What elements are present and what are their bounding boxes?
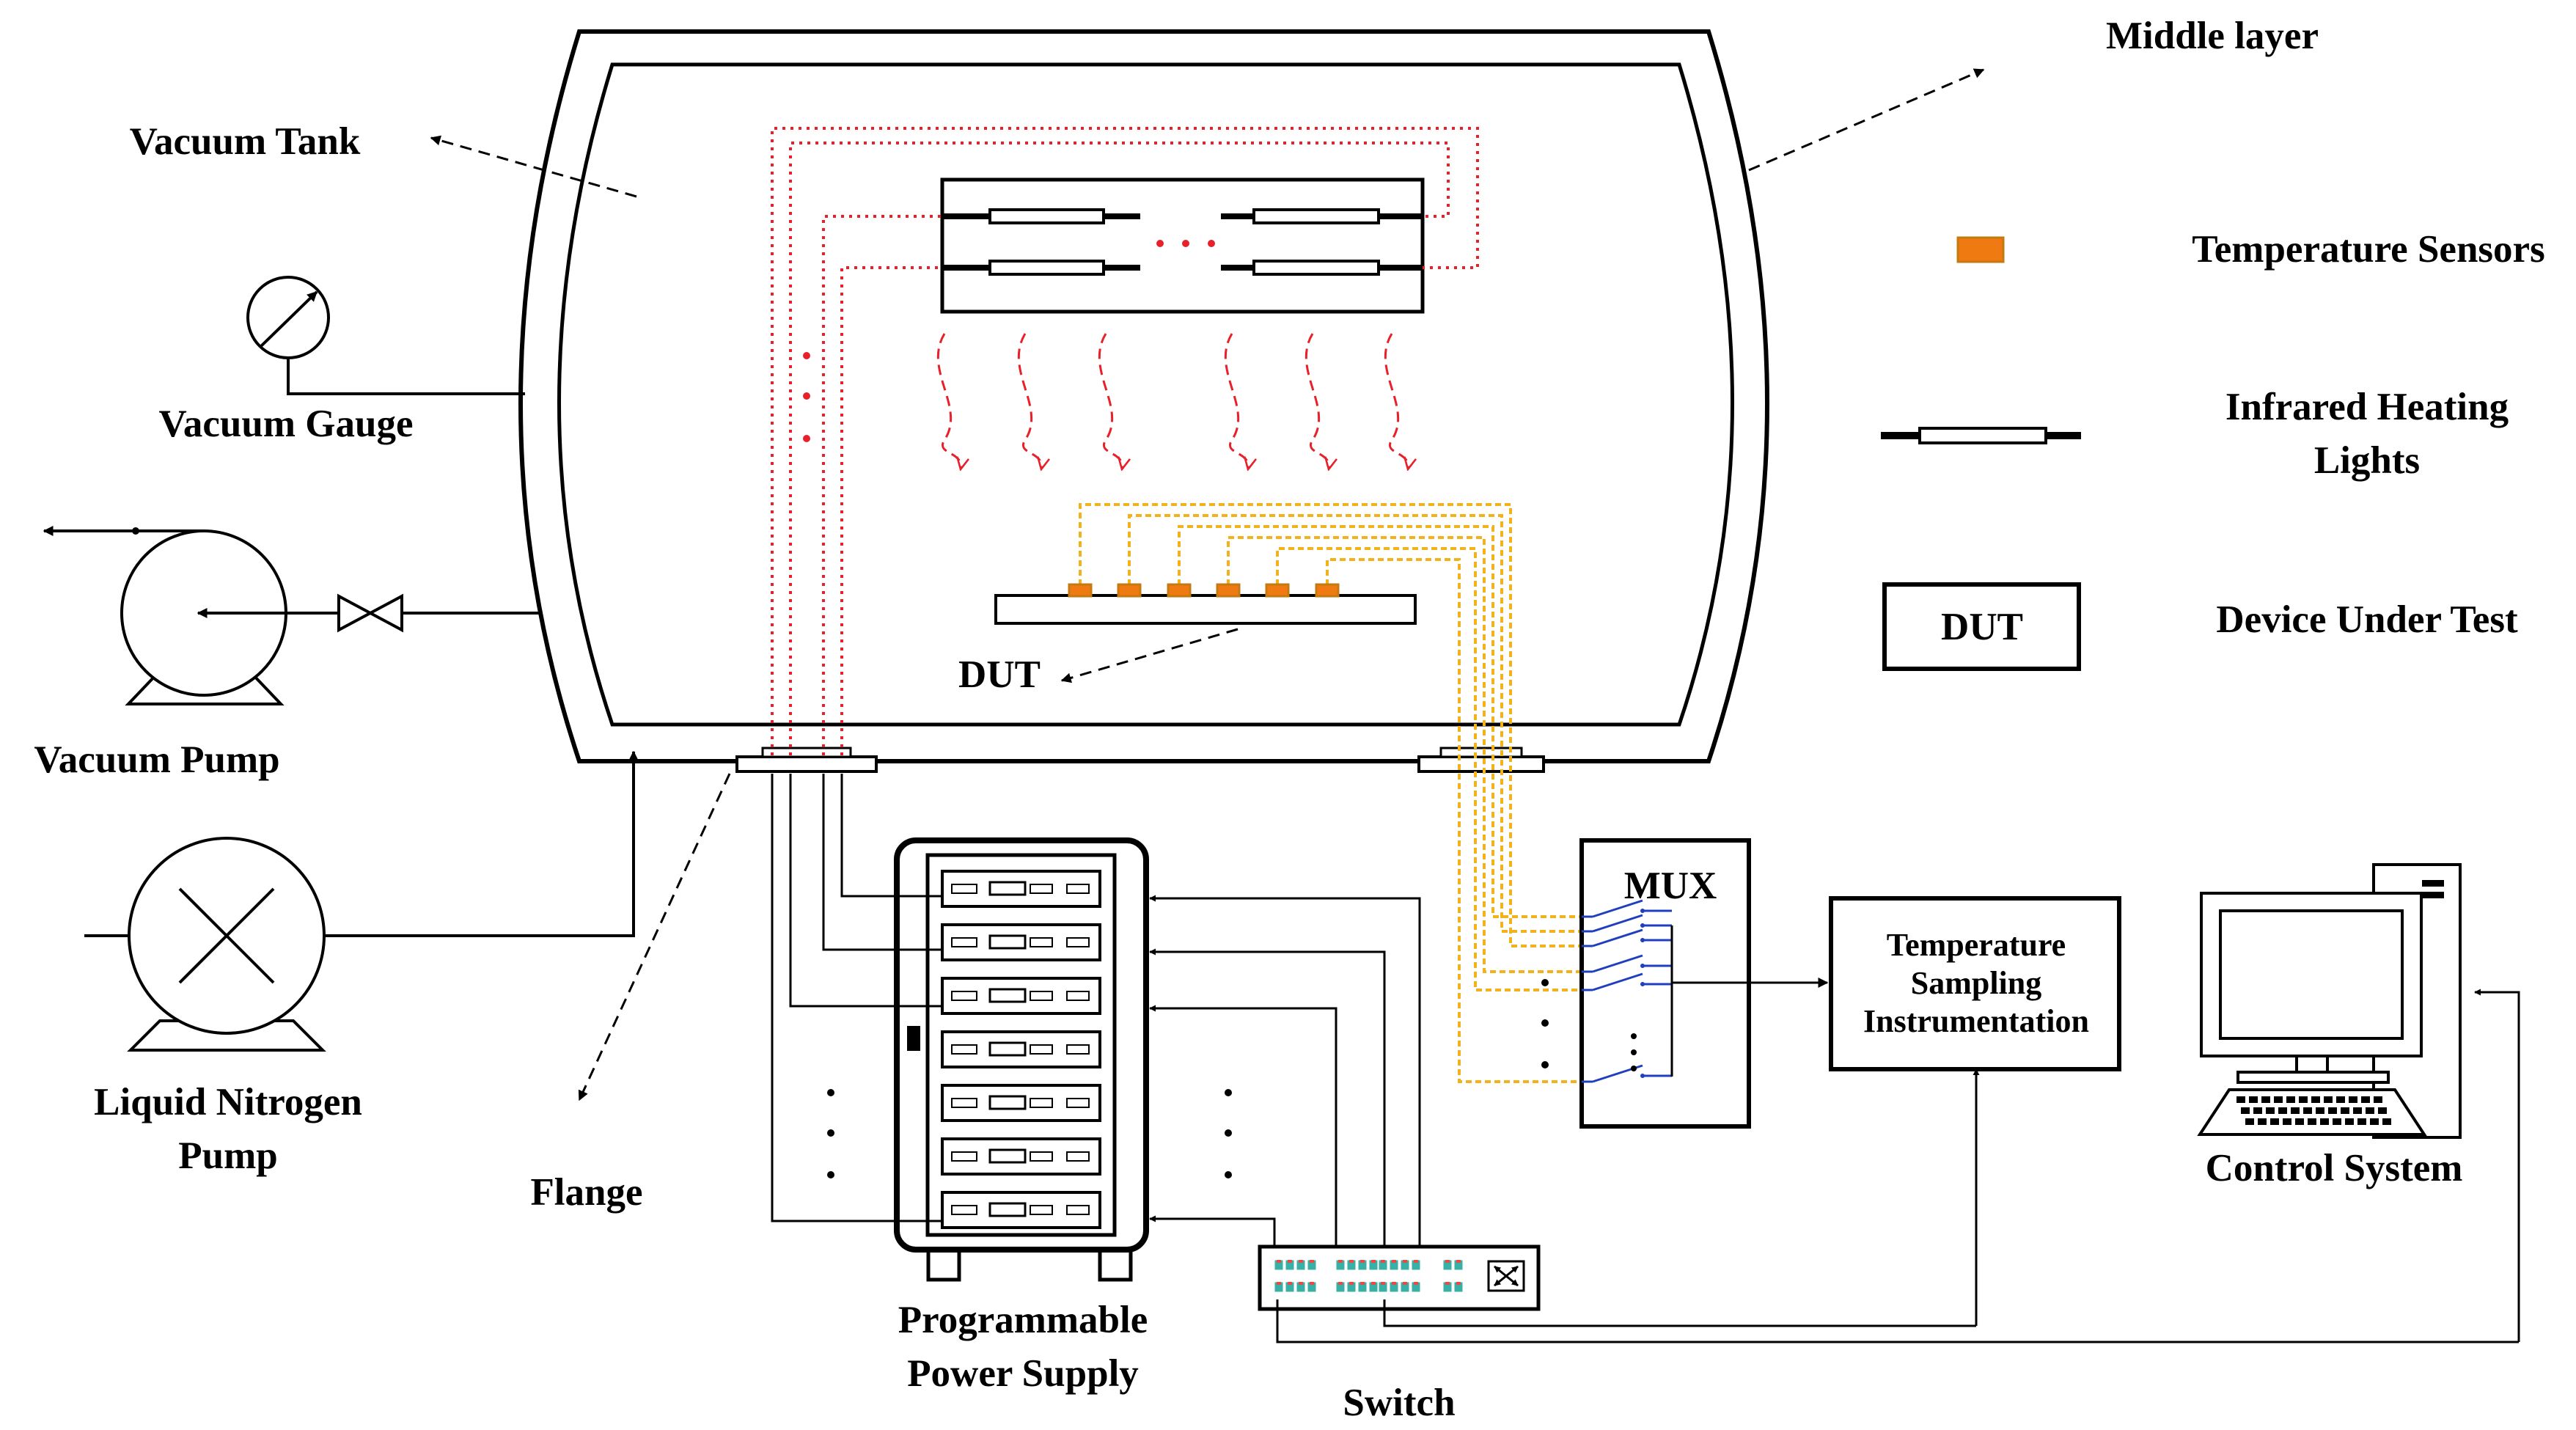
- power-supply-label: Power Supply: [907, 1352, 1139, 1395]
- control-cables: [1149, 895, 1421, 1255]
- network-cables: [1276, 989, 2520, 1343]
- temperature-sensors: [1068, 583, 1340, 598]
- power-supply-unit: [941, 870, 1101, 908]
- heating-light: [1221, 260, 1423, 276]
- switch-label: Switch: [1343, 1382, 1455, 1424]
- dut-plate: [994, 594, 1417, 625]
- sensor-wires: [1079, 503, 1580, 1083]
- power-supply-rack: [894, 837, 1149, 1282]
- mux-switch: [1582, 914, 1672, 933]
- mux-switch: [1582, 928, 1672, 947]
- dut-label: DUT: [958, 653, 1041, 696]
- heating-light: [942, 208, 1140, 224]
- power-supply-unit: [941, 1191, 1101, 1229]
- network-switch: [1258, 1244, 1541, 1311]
- heat-waves: [936, 333, 1408, 469]
- ellipsis-dots: [827, 1089, 1232, 1178]
- legend-heating-lights: Lights: [2314, 439, 2420, 482]
- power-supply-unit: [941, 1137, 1101, 1176]
- vacuum-tank: [518, 29, 1769, 763]
- power-supply-unit: [941, 923, 1101, 961]
- pointer-arrows: [430, 68, 1985, 1101]
- vacuum-gauge-icon: [246, 276, 525, 395]
- vacuum-pump-label: Vacuum Pump: [34, 738, 279, 781]
- ellipsis-dots: [1156, 240, 1215, 247]
- legend-heating-light-icon: [1881, 427, 2081, 444]
- heating-light: [942, 260, 1140, 276]
- flange-right: [1417, 747, 1545, 773]
- valve-icon: [337, 593, 403, 633]
- heater-panel: [940, 177, 1425, 314]
- mux-switch: [1582, 954, 1672, 973]
- temperature-sampling-label: Instrumentation: [1863, 1003, 2089, 1039]
- legend-device-under-test: Device Under Test: [2216, 598, 2518, 641]
- mux-label: MUX: [1624, 865, 1717, 907]
- vacuum-gauge-label: Vacuum Gauge: [158, 403, 413, 445]
- liquid-nitrogen-pump-label: Pump: [178, 1134, 277, 1177]
- liquid-nitrogen-pump-icon: [84, 750, 639, 1052]
- flange-label: Flange: [530, 1171, 642, 1214]
- flange-left: [735, 747, 878, 773]
- heating-light: [1221, 208, 1423, 224]
- legend-dut-box-label: DUT: [1941, 606, 2023, 648]
- heater-wires: [771, 127, 1479, 755]
- power-supply-label: Programmable: [898, 1299, 1148, 1341]
- vacuum-tank-label: Vacuum Tank: [130, 120, 361, 163]
- legend-sensor-swatch: [1956, 236, 2005, 263]
- power-supply-unit: [941, 1084, 1101, 1122]
- temperature-sampling-label: Sampling: [1911, 965, 2042, 1001]
- ellipsis-dots: [803, 352, 810, 442]
- mux-box: [1579, 838, 1829, 1129]
- computer-icon: [2197, 863, 2462, 1139]
- control-system-label: Control System: [2206, 1147, 2463, 1189]
- temperature-sampling-box: [1829, 896, 2121, 1071]
- liquid-nitrogen-pump-label: Liquid Nitrogen: [94, 1081, 362, 1123]
- legend: [1881, 236, 2081, 671]
- legend-heating-lights: Infrared Heating: [2225, 386, 2509, 428]
- legend-dut-box: [1882, 582, 2081, 671]
- ellipsis-dots: [1541, 979, 1637, 1071]
- mux-switch: [1582, 972, 1672, 991]
- legend-temperature-sensors: Temperature Sensors: [2192, 228, 2544, 271]
- power-supply-unit: [941, 977, 1101, 1015]
- temperature-sampling-label: Temperature: [1887, 927, 2066, 963]
- power-supply-unit: [941, 1030, 1101, 1068]
- middle-layer-label: Middle layer: [2106, 15, 2319, 57]
- mux-switch: [1582, 899, 1672, 918]
- vacuum-pump-icon: [43, 526, 541, 705]
- power-cables: [771, 774, 942, 1222]
